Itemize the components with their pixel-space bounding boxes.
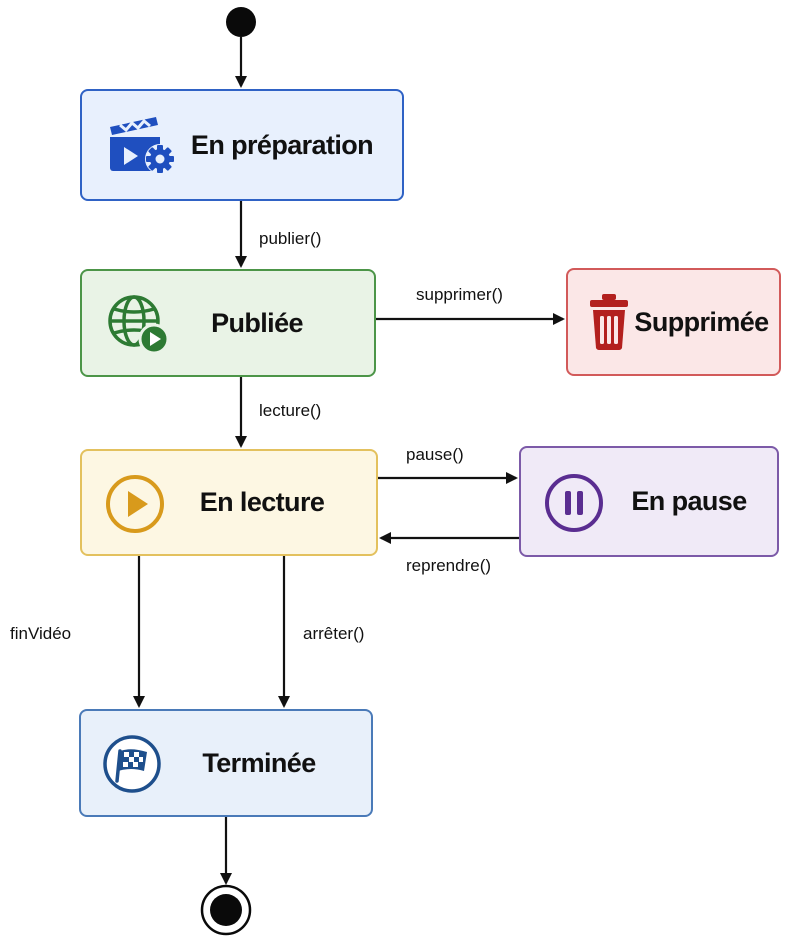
play-circle-icon xyxy=(104,473,166,535)
state-label: Publiée xyxy=(211,307,303,338)
state-label: En préparation xyxy=(190,129,374,160)
final-state xyxy=(200,884,252,936)
state-en-preparation[interactable]: En préparation xyxy=(80,89,404,201)
pause-circle-icon xyxy=(543,472,605,534)
state-en-lecture[interactable]: En lecture xyxy=(80,449,378,556)
initial-state xyxy=(226,7,256,37)
state-label: En lecture xyxy=(199,487,325,517)
transition-label-pause: pause() xyxy=(406,445,464,464)
state-en-pause[interactable]: En pause xyxy=(519,446,779,557)
clapperboard-gear-icon xyxy=(106,113,178,179)
transition-label-arreter: arrêter() xyxy=(303,624,365,643)
state-terminee[interactable]: Terminée xyxy=(79,709,373,817)
state-label: En pause xyxy=(631,486,747,516)
state-publiee[interactable]: Publiée xyxy=(80,269,376,377)
transition-label-fin-video: finVidéo xyxy=(10,624,72,643)
state-label: Terminée xyxy=(202,747,316,778)
checkered-flag-icon xyxy=(101,733,163,795)
state-label: Supprimée xyxy=(634,306,769,337)
transition-label-lecture: lecture() xyxy=(259,401,322,420)
globe-play-icon xyxy=(104,289,174,359)
state-supprimee[interactable]: Supprimée xyxy=(566,268,781,376)
transition-label-reprendre: reprendre() xyxy=(406,556,492,575)
transition-label-publier: publier() xyxy=(259,229,322,248)
transition-label-supprimer: supprimer() xyxy=(416,285,503,304)
trash-icon xyxy=(586,292,632,352)
